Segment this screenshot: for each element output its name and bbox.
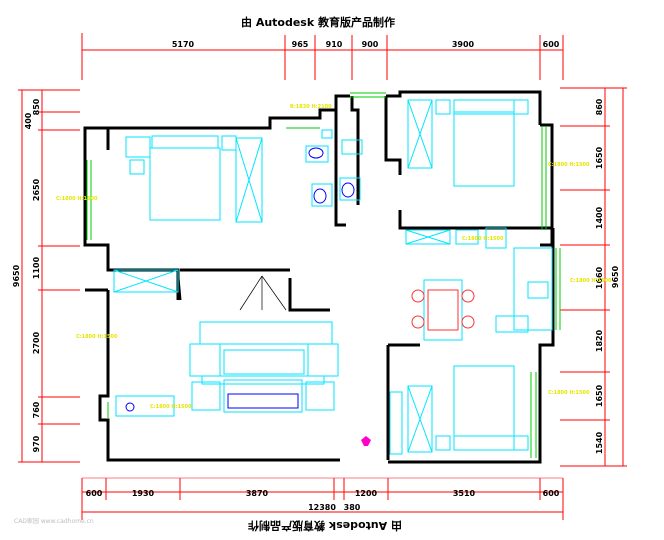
- tv-light-lines: [239, 275, 287, 311]
- left-dim-4: 1100: [32, 256, 41, 279]
- right-dim-3: 1400: [595, 206, 604, 229]
- top-dimension-chain: [81, 33, 564, 80]
- bottom-dim-total: 12380: [308, 503, 336, 512]
- top-dim-3: 910: [326, 40, 343, 49]
- fixture-accents: [125, 147, 355, 412]
- bottom-dim-small: 380: [344, 503, 361, 512]
- right-dim-7: 1540: [595, 431, 604, 454]
- annotation-8: C:1800 H:1500: [462, 236, 504, 242]
- bottom-dim-4: 1200: [355, 489, 378, 498]
- right-dim-2: 1650: [595, 146, 604, 169]
- left-dim-7: 970: [32, 435, 41, 452]
- top-dim-4: 900: [362, 40, 379, 49]
- top-dim-6: 600: [543, 40, 560, 49]
- bottom-dim-6: 600: [543, 489, 560, 498]
- bottom-dimension-chain: [81, 477, 564, 520]
- right-dim-6: 1650: [595, 384, 604, 407]
- top-dim-5: 3900: [452, 40, 475, 49]
- left-dim-total: 9650: [12, 264, 21, 287]
- annotation-7: C:1800 H:1500: [150, 404, 192, 410]
- right-dim-total: 9650: [611, 265, 620, 288]
- annotation-3: C:1800 H:1500: [548, 162, 590, 168]
- bottom-dim-3: 3870: [246, 489, 269, 498]
- dining-chairs: [411, 289, 475, 331]
- watermark: CAD家园 www.cadhome.cn: [14, 517, 94, 525]
- left-dim-6: 760: [32, 401, 41, 418]
- bottom-dim-5: 3510: [453, 489, 476, 498]
- bottom-dim-1: 600: [86, 489, 103, 498]
- walls: [83, 90, 555, 464]
- location-marker-icon: [361, 436, 371, 446]
- annotation-1: B:1830 H:2100: [290, 104, 332, 110]
- top-dim-2: 965: [292, 40, 309, 49]
- furniture: [113, 99, 553, 455]
- left-dim-5: 2700: [32, 331, 41, 354]
- right-dim-4: 1660: [595, 266, 604, 289]
- annotation-2: C:1800 H:1500: [56, 196, 98, 202]
- annotation-5: C:1800 H:1500: [76, 334, 118, 340]
- left-dim-1: 400: [24, 112, 33, 129]
- right-dim-1: 860: [595, 98, 604, 115]
- left-dimension-chain: [18, 89, 80, 463]
- right-dim-5: 1820: [595, 329, 604, 352]
- annotation-6: C:1800 H:1500: [548, 390, 590, 396]
- title-top: 由 Autodesk 教育版产品制作: [241, 15, 395, 29]
- right-dimension-chain: [560, 87, 627, 467]
- left-dim-3: 2650: [32, 178, 41, 201]
- left-dim-2: 850: [32, 98, 41, 115]
- top-dim-1: 5170: [172, 40, 195, 49]
- bottom-dim-2: 1930: [132, 489, 155, 498]
- windows: [86, 92, 561, 458]
- annotation-4: C:1800 H:1500: [570, 278, 612, 284]
- title-bottom: 由 Autodesk 教育版产品制作: [248, 519, 402, 533]
